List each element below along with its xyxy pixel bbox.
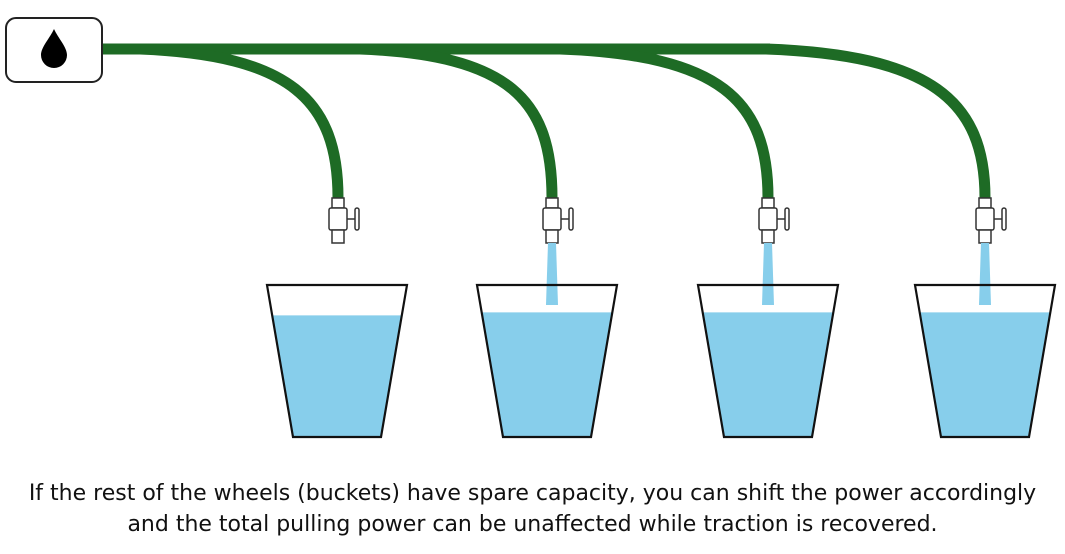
caption: If the rest of the wheels (buckets) have… bbox=[0, 478, 1065, 540]
branch-hose-3 bbox=[559, 43, 774, 199]
bucket-3 bbox=[696, 283, 840, 439]
bucket-water-2 bbox=[481, 312, 613, 437]
faucet-body-3 bbox=[758, 207, 778, 231]
faucet-spout-1 bbox=[331, 229, 345, 244]
faucet-spout-3 bbox=[761, 229, 775, 244]
bucket-water-1 bbox=[272, 315, 402, 437]
faucet-neck-2 bbox=[545, 197, 559, 209]
water-stream-3 bbox=[762, 243, 774, 305]
faucet-body-4 bbox=[975, 207, 995, 231]
faucet-body-2 bbox=[542, 207, 562, 231]
water-stream-4 bbox=[979, 243, 991, 305]
caption-line-1: If the rest of the wheels (buckets) have… bbox=[28, 481, 1037, 506]
branch-hose-2 bbox=[359, 43, 558, 199]
faucet-handle-3 bbox=[784, 207, 790, 231]
faucet-neck-1 bbox=[331, 197, 345, 209]
faucet-neck-3 bbox=[761, 197, 775, 209]
faucet-spout-4 bbox=[978, 229, 992, 244]
bucket-4 bbox=[913, 283, 1057, 439]
water-drop-icon bbox=[41, 29, 67, 68]
faucet-neck-4 bbox=[978, 197, 992, 209]
bucket-water-4 bbox=[919, 312, 1051, 437]
caption-line-2: and the total pulling power can be unaff… bbox=[127, 512, 938, 537]
faucet-handle-1 bbox=[354, 207, 360, 231]
water-stream-2 bbox=[546, 243, 558, 305]
faucet-handle-2 bbox=[568, 207, 574, 231]
bucket-1 bbox=[265, 283, 409, 439]
bucket-water-3 bbox=[702, 312, 834, 437]
branch-hose-1 bbox=[139, 43, 344, 199]
branch-hose-4 bbox=[765, 43, 991, 199]
faucet-body-1 bbox=[328, 207, 348, 231]
faucet-spout-2 bbox=[545, 229, 559, 244]
faucet-handle-4 bbox=[1001, 207, 1007, 231]
bucket-2 bbox=[475, 283, 619, 439]
